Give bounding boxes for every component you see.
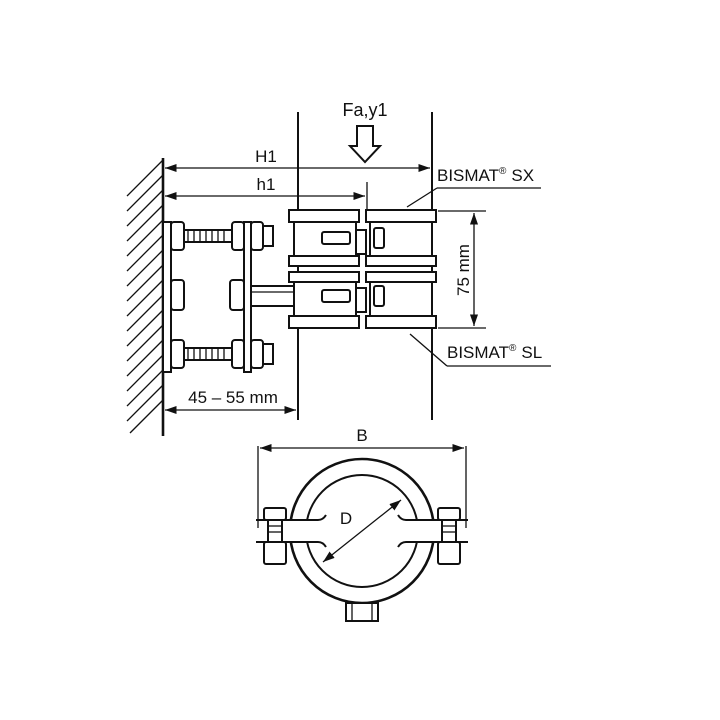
front-view: B <box>256 426 468 622</box>
wall-hatching <box>126 159 164 434</box>
product-label-sl: BISMAT® SL <box>409 333 551 367</box>
wall-plate <box>162 221 172 373</box>
front-right-screw <box>430 507 468 565</box>
load-label: Fa,y1 <box>342 100 387 120</box>
dimension-B-label: B <box>356 426 367 445</box>
product-sx-mark: ® <box>499 166 507 177</box>
product-sx-name: BISMAT <box>437 166 499 185</box>
dimension-D-label: D <box>340 509 352 528</box>
clamp-lower <box>288 271 437 329</box>
bottom-bolt <box>170 339 274 369</box>
dimension-H1: H1 <box>165 147 430 173</box>
svg-text:BISMAT®SL: BISMAT® SL <box>447 343 542 362</box>
front-left-screw <box>256 507 294 565</box>
product-sl-mark: ® <box>509 343 517 354</box>
dimension-75mm-label: 75 mm <box>454 244 473 296</box>
dimension-h1: h1 <box>165 175 368 212</box>
dimension-75mm: 75 mm <box>438 210 486 329</box>
product-label-sx: BISMAT® SX <box>406 166 541 208</box>
top-bolt <box>170 221 274 251</box>
product-sl-name: BISMAT <box>447 343 509 362</box>
wall <box>126 158 165 436</box>
clamp-upper <box>288 209 437 267</box>
front-socket <box>345 602 379 622</box>
dimension-offset-label: 45 – 55 mm <box>188 388 278 407</box>
middle-rod <box>170 279 297 311</box>
load-arrow-icon <box>347 125 383 164</box>
product-sx-suffix: SX <box>511 166 534 185</box>
dimension-offset: 45 – 55 mm <box>165 388 296 415</box>
side-view-assembly <box>162 209 437 373</box>
dimension-H1-label: H1 <box>255 147 277 166</box>
product-sl-suffix: SL <box>521 343 542 362</box>
svg-text:BISMAT®SX: BISMAT® SX <box>437 166 534 185</box>
middle-plate <box>243 221 252 373</box>
dimension-h1-label: h1 <box>257 175 276 194</box>
